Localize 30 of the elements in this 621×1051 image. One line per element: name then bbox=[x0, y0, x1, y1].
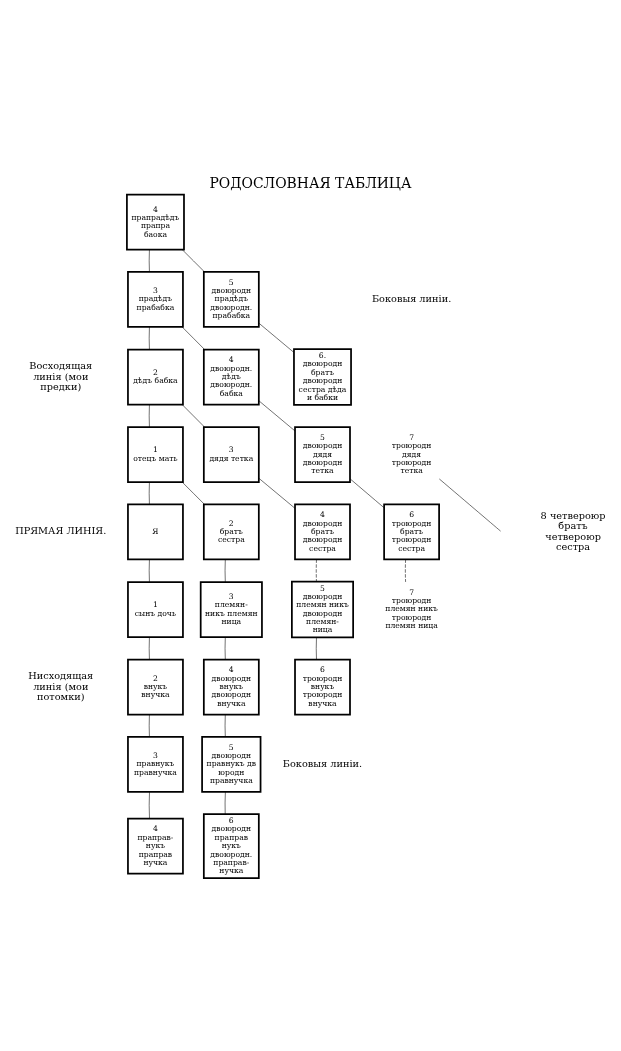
connector bbox=[258, 400, 296, 431]
connector bbox=[148, 403, 150, 427]
connector bbox=[148, 714, 150, 737]
connector bbox=[405, 558, 406, 582]
connector bbox=[224, 558, 226, 582]
connector bbox=[148, 558, 150, 582]
connector bbox=[181, 326, 205, 350]
diagram-title: РОДОСЛОВНАЯ ТАБЛИЦА bbox=[209, 174, 412, 191]
connector bbox=[148, 326, 150, 350]
connector bbox=[148, 249, 150, 272]
connector bbox=[315, 636, 317, 660]
connector bbox=[349, 478, 385, 508]
label: ПРЯМАЯ ЛИНІЯ. bbox=[15, 524, 107, 536]
connector bbox=[181, 403, 205, 427]
label: Боковыя линіи. bbox=[282, 757, 363, 769]
connector bbox=[315, 558, 317, 582]
connector bbox=[182, 249, 205, 272]
label: Восходящая линія (мои предки) bbox=[29, 359, 93, 392]
connector bbox=[258, 322, 294, 353]
connector bbox=[224, 636, 226, 660]
label: 8 четвероюр братъ четвероюр сестра bbox=[540, 509, 606, 552]
connector bbox=[148, 791, 150, 819]
label: Боковыя линіи. bbox=[371, 292, 452, 304]
connector bbox=[224, 791, 226, 814]
connector bbox=[224, 714, 226, 737]
connector bbox=[148, 481, 150, 505]
label: Нисходящая линія (мои потомки) bbox=[28, 669, 94, 702]
connector bbox=[148, 636, 150, 660]
connector bbox=[258, 477, 296, 509]
connector bbox=[182, 481, 205, 505]
